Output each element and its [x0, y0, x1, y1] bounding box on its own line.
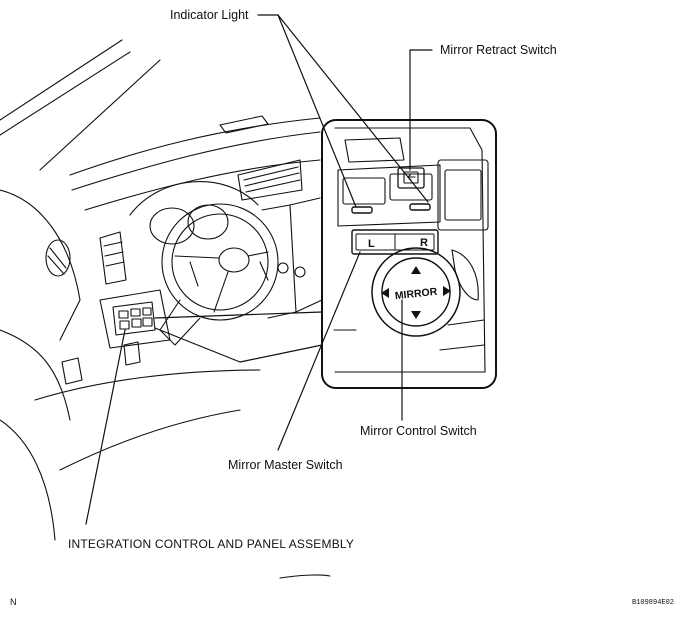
steering-column: [159, 299, 201, 346]
inset-frame: [321, 119, 497, 389]
wheel-spoke: [247, 251, 269, 257]
leader-integration-control: [85, 329, 126, 525]
dash-top: [69, 117, 321, 176]
figure-id: B109894E02: [632, 599, 675, 607]
leader-mirror-retract: [409, 49, 433, 171]
floor-line: [0, 329, 71, 421]
knee-panel: [99, 289, 171, 349]
zoom-inset: [321, 119, 497, 389]
steering-wheel-outer: [161, 203, 279, 321]
dash-upper: [84, 159, 321, 211]
label-mirror-master-switch: Mirror Master Switch: [228, 458, 343, 472]
arrow-up: [411, 266, 421, 274]
arrow-right: [443, 286, 451, 296]
switch-left-label: L: [368, 238, 375, 250]
leader-indicator-light: [277, 14, 357, 208]
console-outline: [334, 127, 486, 373]
mirror-dial-label: MIRROR: [394, 286, 438, 302]
footer-left-code: N: [10, 597, 17, 607]
dash-top: [71, 131, 321, 191]
pedal: [61, 357, 83, 385]
mirror-retract-button: [397, 167, 425, 189]
button-left: [342, 177, 386, 205]
knob: [294, 266, 306, 278]
indicator-light-left: [351, 206, 373, 214]
pedal: [123, 341, 141, 366]
leader-lines: [85, 14, 433, 525]
leader-mirror-master: [277, 251, 361, 451]
label-mirror-retract-switch: Mirror Retract Switch: [440, 43, 557, 57]
indicator-light-right: [409, 203, 431, 211]
mirror-control-inner: [381, 257, 451, 327]
mirror-control-outer: [371, 247, 461, 337]
side-vent: [99, 231, 127, 285]
wheel-spoke: [174, 255, 220, 259]
knob: [277, 262, 289, 274]
steering-hub: [218, 247, 250, 273]
integration-panel: [112, 301, 156, 336]
wheel-spoke: [213, 271, 229, 313]
car-interior: [0, 39, 331, 579]
mirror-retract-icon: [403, 171, 419, 184]
indicator-housing: [337, 164, 441, 227]
arrow-left: [381, 288, 389, 298]
door-panel: [0, 189, 81, 341]
leader-indicator-light: [277, 14, 429, 203]
label-indicator-light: Indicator Light: [170, 8, 249, 22]
arrow-down: [411, 311, 421, 319]
leader-inset-link: [154, 327, 323, 363]
defrost-vent: [219, 115, 269, 134]
floor-line: [59, 409, 241, 471]
pillar-line: [39, 59, 161, 171]
label-mirror-control-switch: Mirror Control Switch: [360, 424, 477, 438]
button-mid: [389, 173, 433, 201]
center-stack: [261, 204, 297, 319]
sill-curve: [279, 574, 331, 579]
door-sill: [0, 419, 56, 541]
side-display: [437, 159, 489, 231]
speedo: [149, 207, 195, 245]
door-speaker: [45, 239, 71, 277]
leader-inset-link: [154, 311, 323, 319]
floor-line: [34, 369, 261, 401]
label-integration-control: INTEGRATION CONTROL AND PANEL ASSEMBLY: [68, 537, 355, 551]
cluster-hood: [129, 181, 259, 216]
switch-right-label: R: [420, 237, 428, 249]
steering-wheel-inner: [171, 213, 269, 311]
pillar-line: [0, 39, 123, 121]
console-top-slot: [344, 137, 405, 163]
pillar-line: [0, 51, 131, 136]
